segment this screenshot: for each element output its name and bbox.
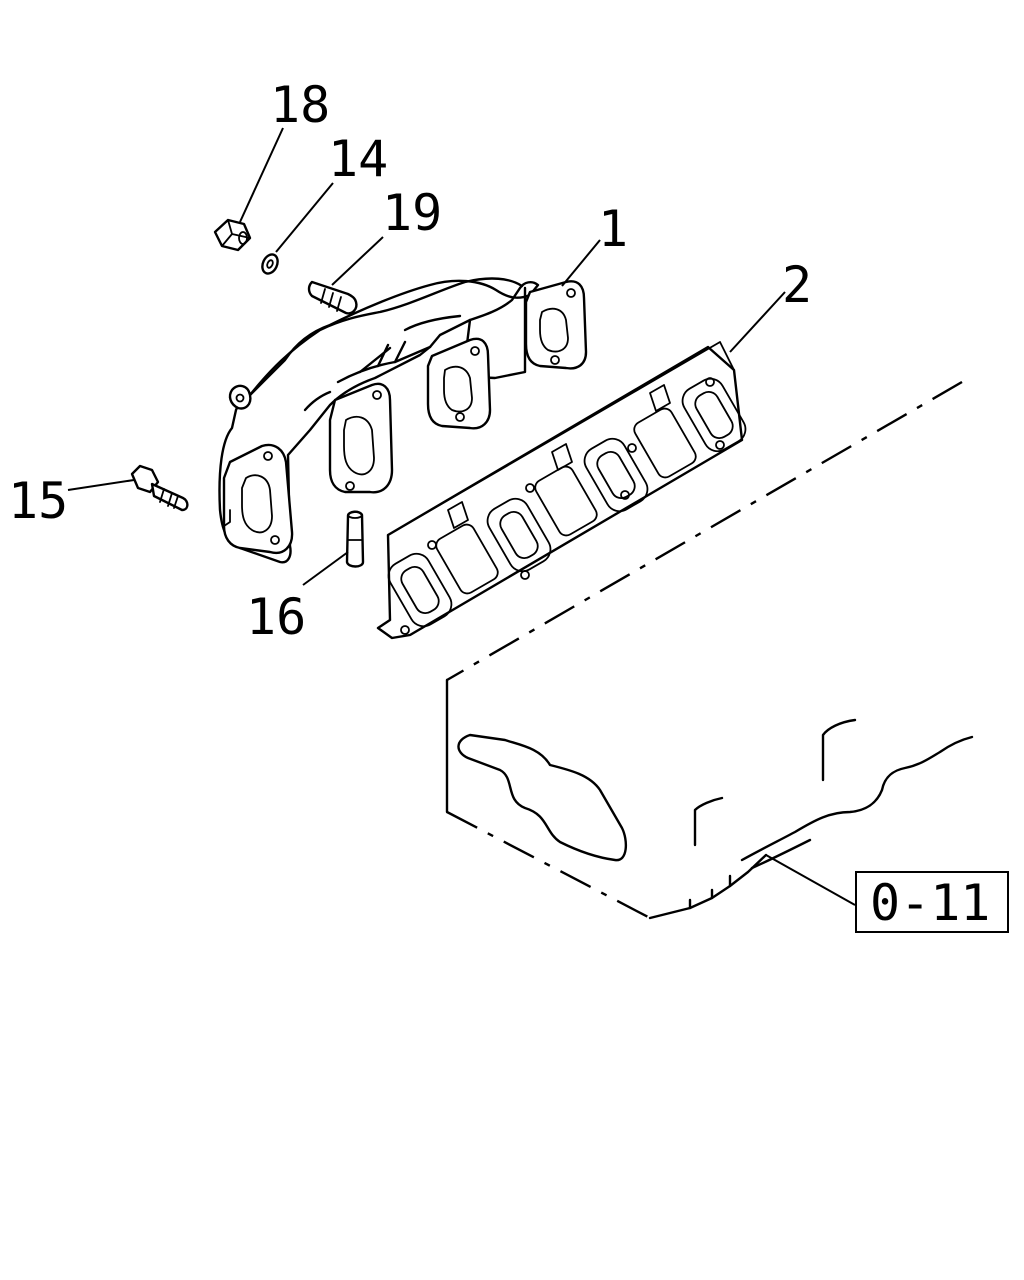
reference-label: 0-11 xyxy=(870,874,990,932)
gasket-port-2 xyxy=(435,523,499,595)
callout-2: 2 xyxy=(782,256,812,314)
gasket-port-1 xyxy=(387,552,453,628)
gasket-port-6 xyxy=(633,407,697,479)
leader-lines xyxy=(67,127,786,586)
manifold-gasket xyxy=(376,341,747,640)
manifold-flange-2 xyxy=(328,382,394,494)
callout-1: 1 xyxy=(598,200,628,258)
bolt-15 xyxy=(130,464,189,512)
washer xyxy=(261,253,279,275)
manifold-flange-4 xyxy=(524,280,588,370)
cylinder-head xyxy=(445,380,974,920)
stud-19 xyxy=(307,280,358,315)
callout-18: 18 xyxy=(270,76,330,134)
manifold-flange-1 xyxy=(222,443,294,555)
nut xyxy=(213,218,252,252)
dowel-16 xyxy=(345,510,365,568)
callout-19: 19 xyxy=(382,184,442,242)
callout-15: 15 xyxy=(8,472,68,530)
callout-14: 14 xyxy=(328,130,388,188)
reference-box[interactable]: 0-11 xyxy=(855,871,1009,933)
exhaust-manifold xyxy=(218,277,588,564)
gasket-port-3 xyxy=(486,497,552,573)
gasket-port-7 xyxy=(681,377,747,453)
callout-16: 16 xyxy=(246,588,306,646)
gasket-port-4 xyxy=(534,465,598,537)
gasket-port-5 xyxy=(583,437,649,513)
manifold-flange-3 xyxy=(426,337,492,430)
